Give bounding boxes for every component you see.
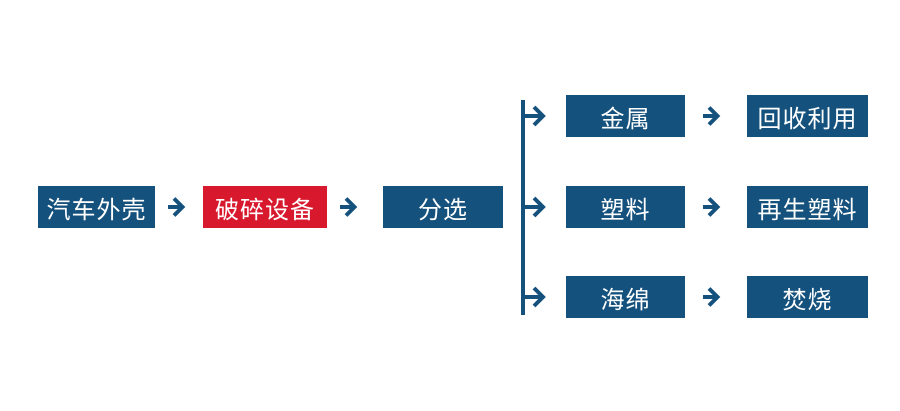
- arrow-right-icon: [523, 286, 546, 308]
- node-sorting: 分选: [383, 186, 503, 228]
- arrow-right-icon: [523, 105, 546, 127]
- node-sponge: 海绵: [566, 276, 685, 318]
- node-incineration: 焚烧: [747, 276, 868, 318]
- node-car-shell: 汽车外壳: [38, 186, 155, 228]
- arrow-right-icon: [168, 197, 186, 217]
- node-recycled-plastic: 再生塑料: [747, 186, 868, 228]
- node-recycle-reuse: 回收利用: [747, 95, 868, 137]
- arrow-right-icon: [703, 287, 721, 307]
- node-plastic: 塑料: [566, 186, 685, 228]
- node-crushing-equipment: 破碎设备: [203, 186, 327, 228]
- arrow-right-icon: [703, 106, 721, 126]
- arrow-right-icon: [523, 196, 546, 218]
- arrow-right-icon: [340, 197, 358, 217]
- node-metal: 金属: [566, 95, 685, 137]
- arrow-right-icon: [703, 197, 721, 217]
